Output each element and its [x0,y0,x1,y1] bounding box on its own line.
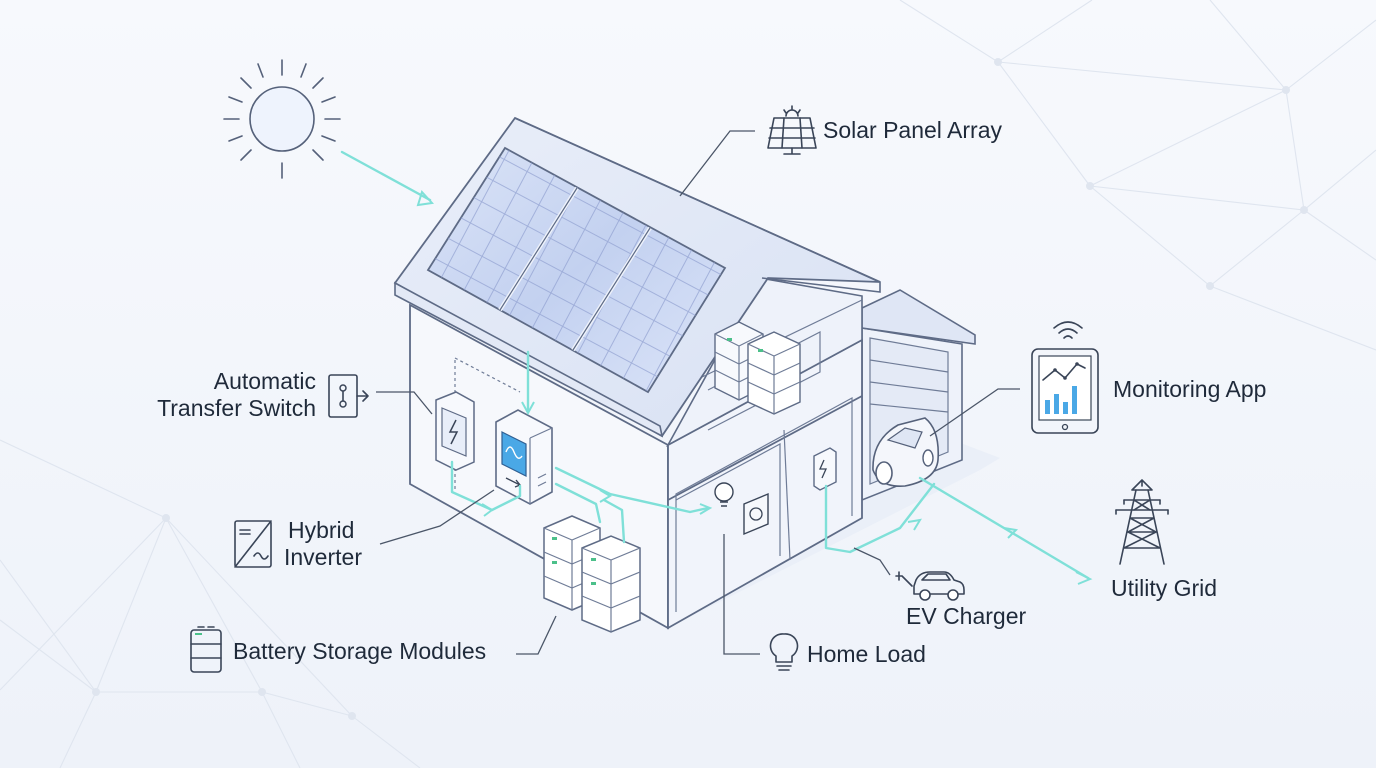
ev-car-icon [895,571,965,601]
sun-icon [223,59,341,179]
wifi-icon [1053,321,1083,339]
hybrid-inverter-unit [495,409,553,505]
wall-bulb-icon [714,482,734,507]
inverter-icon [234,520,272,568]
label-monitoring-app: Monitoring App [1113,376,1267,402]
ev-charger-unit [813,447,837,491]
label-hybrid-inverter: Hybrid Inverter [284,517,362,571]
leader-lines [376,130,1020,655]
label-battery-storage-modules: Battery Storage Modules [233,638,487,664]
label-hybrid-inverter-line2: Inverter [284,544,362,570]
label-solar-panel-array: Solar Panel Array [823,117,1002,143]
label-home-load: Home Load [807,641,926,667]
car-icon [872,417,940,487]
energy-flow-lines [450,350,1093,585]
solar-panel-array [426,146,727,394]
label-automatic-transfer-switch: Automatic Transfer Switch [130,368,316,422]
tablet-chart-icon [1031,348,1099,434]
light-bulb-icon [769,633,799,671]
wall-outlet-icon [743,492,769,536]
transfer-switch-icon [328,374,369,418]
label-utility-grid: Utility Grid [1111,575,1218,601]
battery-icon [190,626,222,673]
label-ev-charger: EV Charger [906,603,1027,629]
label-hybrid-inverter-line1: Hybrid [288,517,355,543]
solar-panel-icon [767,105,817,155]
label-automatic-transfer-switch-line1: Automatic [213,368,316,394]
sunlight-flow [340,150,432,202]
attic-battery-modules [714,321,801,415]
label-automatic-transfer-switch-line2: Transfer Switch [157,395,316,421]
battery-storage-stacks [543,515,641,633]
transmission-tower-icon [1115,479,1169,565]
transfer-switch-box [435,391,475,471]
